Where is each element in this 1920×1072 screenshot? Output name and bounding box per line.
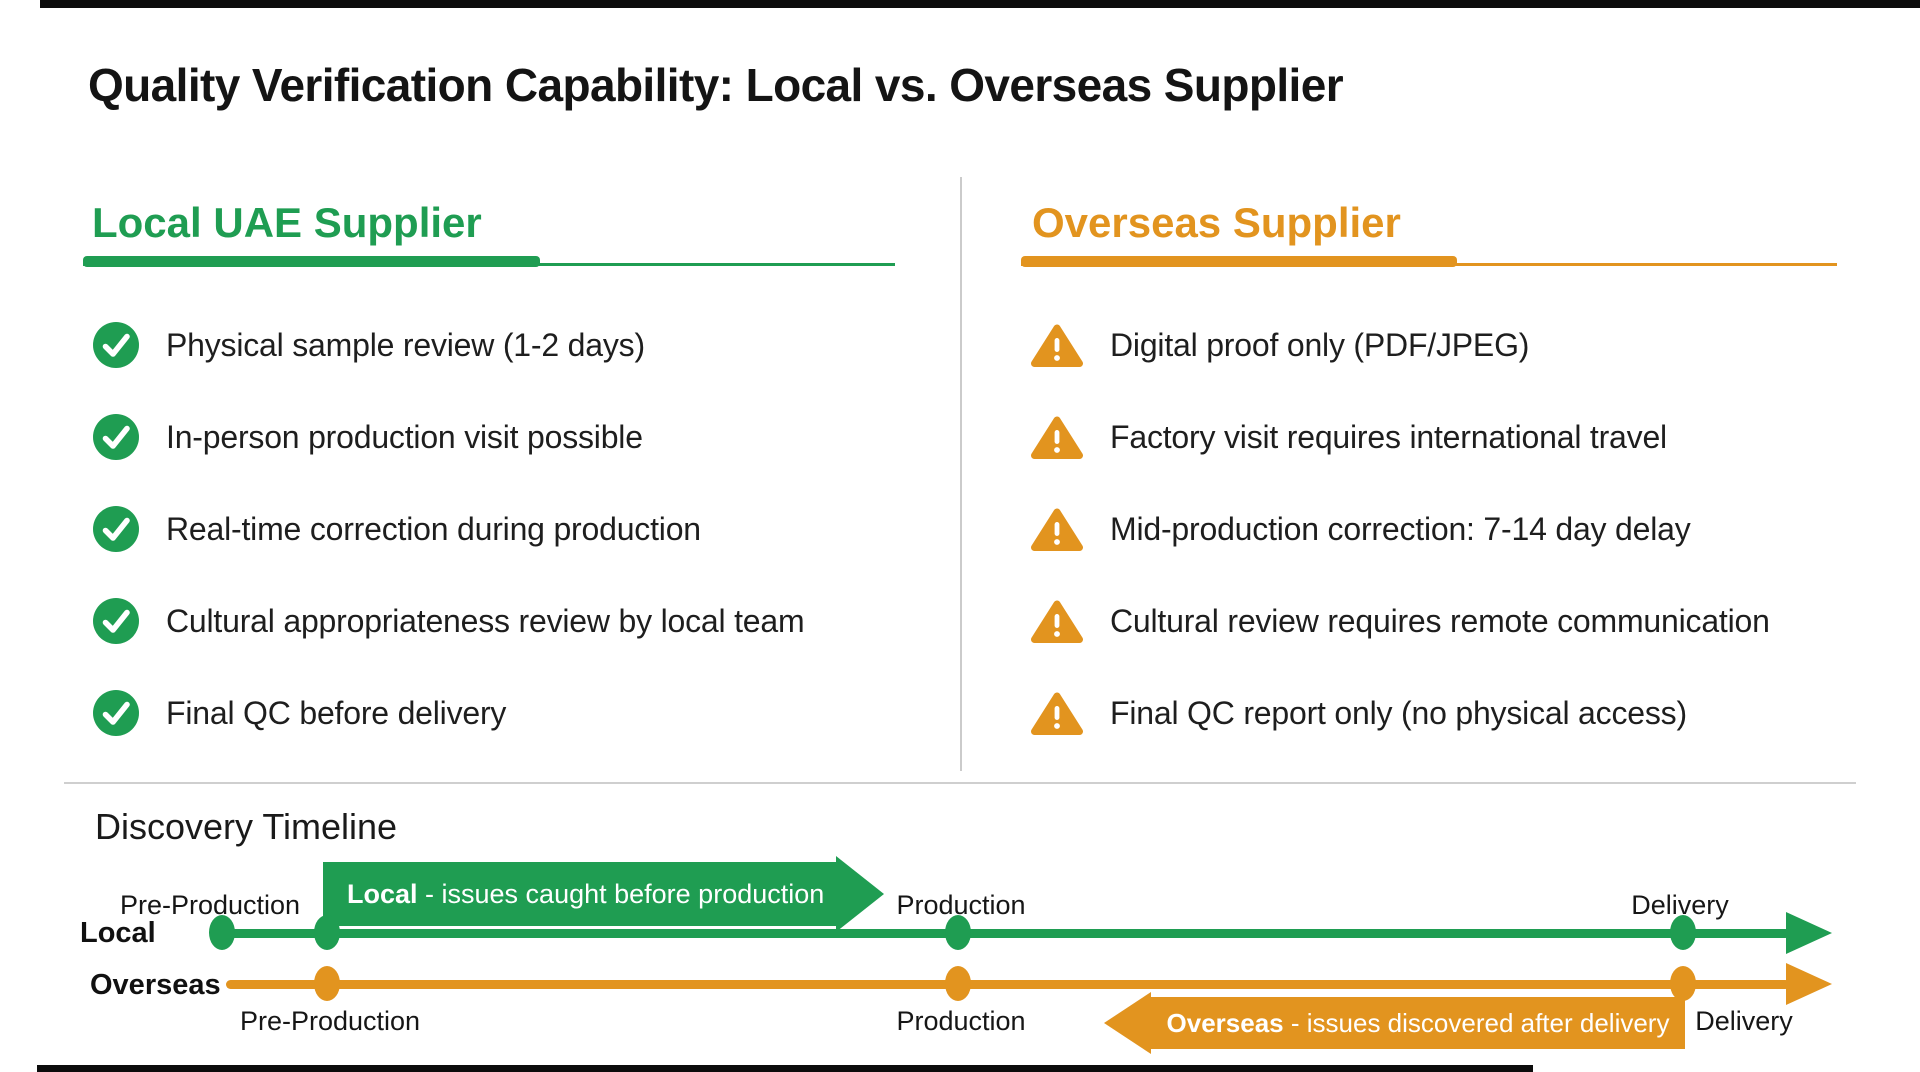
timeline-section-title: Discovery Timeline [95, 806, 398, 847]
stage-label-pre-production-top: Pre-Production [119, 890, 301, 920]
overseas-item: Digital proof only (PDF/JPEG) [1030, 321, 1770, 369]
overseas-item-list: Digital proof only (PDF/JPEG) Factory vi… [1030, 321, 1770, 781]
check-circle-icon [92, 689, 140, 737]
overseas-item: Factory visit requires international tra… [1030, 413, 1770, 461]
overseas-banner: Overseas - issues discovered after deliv… [1151, 997, 1685, 1049]
local-column-title: Local UAE Supplier [92, 199, 482, 246]
stage-label-production-bottom: Production [896, 1006, 1026, 1036]
stage-label-delivery-bottom: Delivery [1695, 1006, 1793, 1036]
overseas-item: Mid-production correction: 7-14 day dela… [1030, 505, 1770, 553]
overseas-underline-thick [1021, 256, 1457, 267]
local-banner-arrowhead-icon [836, 856, 884, 932]
local-item-label: Physical sample review (1-2 days) [166, 326, 645, 363]
overseas-item-label: Final QC report only (no physical access… [1110, 694, 1687, 731]
warning-triangle-icon [1030, 413, 1084, 461]
overseas-item: Cultural review requires remote communic… [1030, 597, 1770, 645]
local-item-label: Cultural appropriateness review by local… [166, 602, 805, 639]
overseas-item: Final QC report only (no physical access… [1030, 689, 1770, 737]
overseas-banner-bold-label: Overseas [1166, 1008, 1284, 1038]
local-timeline-arrowhead-icon [1786, 912, 1832, 954]
local-item: Final QC before delivery [92, 689, 804, 737]
timeline-dot [314, 966, 340, 1001]
local-row-label: Local [80, 917, 156, 949]
overseas-item-label: Digital proof only (PDF/JPEG) [1110, 326, 1530, 363]
overseas-item-label: Factory visit requires international tra… [1110, 418, 1667, 455]
warning-triangle-icon [1030, 597, 1084, 645]
timeline-dot [1670, 966, 1696, 1001]
local-item-label: In-person production visit possible [166, 418, 643, 455]
stage-label-pre-production-bottom: Pre-Production [239, 1006, 421, 1036]
overseas-timeline-line [226, 980, 1790, 989]
local-item: In-person production visit possible [92, 413, 804, 461]
overseas-banner-arrowhead-icon [1104, 992, 1151, 1054]
overseas-row-label: Overseas [90, 969, 221, 1001]
warning-triangle-icon [1030, 689, 1084, 737]
local-item-list: Physical sample review (1-2 days) In-per… [92, 321, 805, 781]
local-underline-thick [83, 256, 540, 267]
section-divider [64, 782, 1856, 784]
local-banner: Local - issues caught before production [323, 862, 837, 926]
warning-triangle-icon [1030, 505, 1084, 553]
top-edge-bar [40, 0, 1920, 8]
local-item: Physical sample review (1-2 days) [92, 321, 804, 369]
overseas-timeline-arrowhead-icon [1786, 963, 1832, 1005]
timeline-dot [1670, 915, 1696, 950]
check-circle-icon [92, 413, 140, 461]
local-item-label: Final QC before delivery [166, 694, 507, 731]
timeline-dot [945, 915, 971, 950]
local-timeline-line [214, 929, 1790, 938]
local-banner-text: - issues caught before production [417, 879, 825, 909]
overseas-column-title: Overseas Supplier [1032, 199, 1401, 246]
check-circle-icon [92, 597, 140, 645]
bottom-edge-bar [37, 1065, 1533, 1072]
overseas-banner-text: - issues discovered after delivery [1283, 1008, 1670, 1038]
local-item: Cultural appropriateness review by local… [92, 597, 805, 645]
column-divider [960, 177, 962, 771]
local-banner-bold-label: Local [347, 879, 418, 909]
check-circle-icon [92, 321, 140, 369]
overseas-item-label: Cultural review requires remote communic… [1110, 602, 1770, 639]
warning-triangle-icon [1030, 321, 1084, 369]
local-item: Real-time correction during production [92, 505, 804, 553]
local-item-label: Real-time correction during production [166, 510, 701, 547]
overseas-item-label: Mid-production correction: 7-14 day dela… [1110, 510, 1691, 547]
timeline-dot [209, 915, 235, 950]
page-title: Quality Verification Capability: Local v… [88, 59, 1344, 111]
timeline-dot [945, 966, 971, 1001]
timeline-dot [314, 915, 340, 950]
check-circle-icon [92, 505, 140, 553]
